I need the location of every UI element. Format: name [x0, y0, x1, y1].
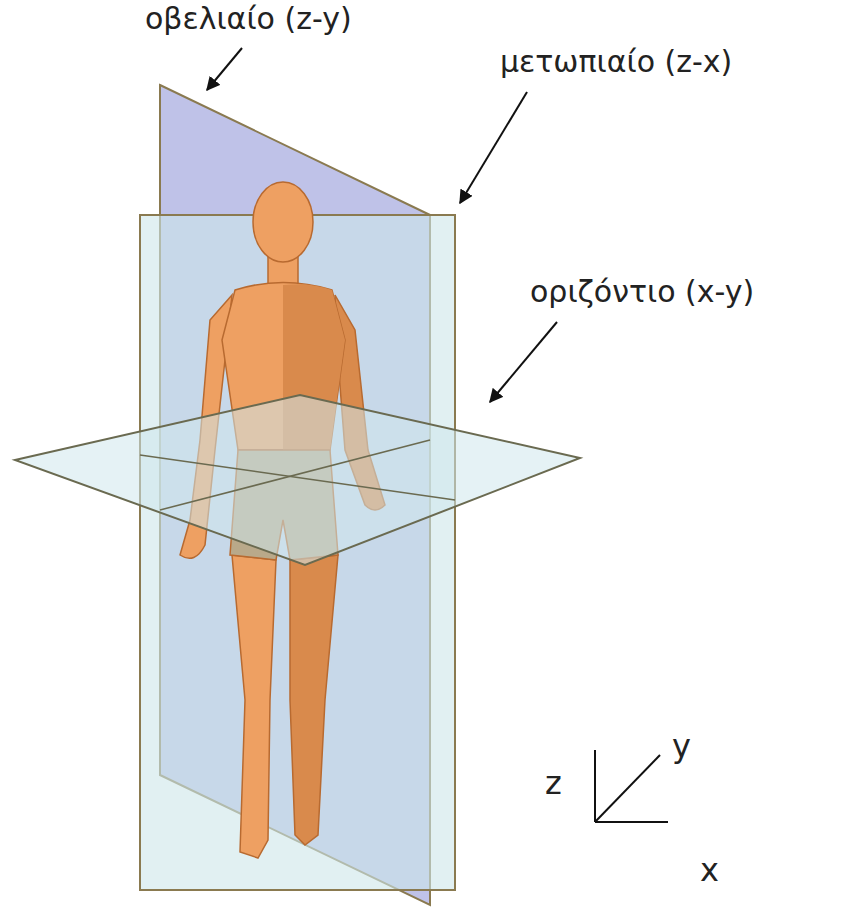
leader-arrows [207, 48, 557, 402]
horizontal-plane [15, 395, 580, 565]
plane-label: οβελιαίο (z-y) [145, 2, 352, 37]
axis-label: x [700, 852, 719, 889]
axis-triad [595, 750, 668, 822]
plane-intersection [160, 440, 430, 510]
axis-label: y [672, 728, 691, 765]
plane-label: οριζόντιο (x-y) [530, 275, 754, 310]
axis-label: z [545, 765, 562, 802]
plane-intersection [140, 455, 455, 500]
plane-label: μετωπιαίο (z-x) [500, 45, 732, 80]
